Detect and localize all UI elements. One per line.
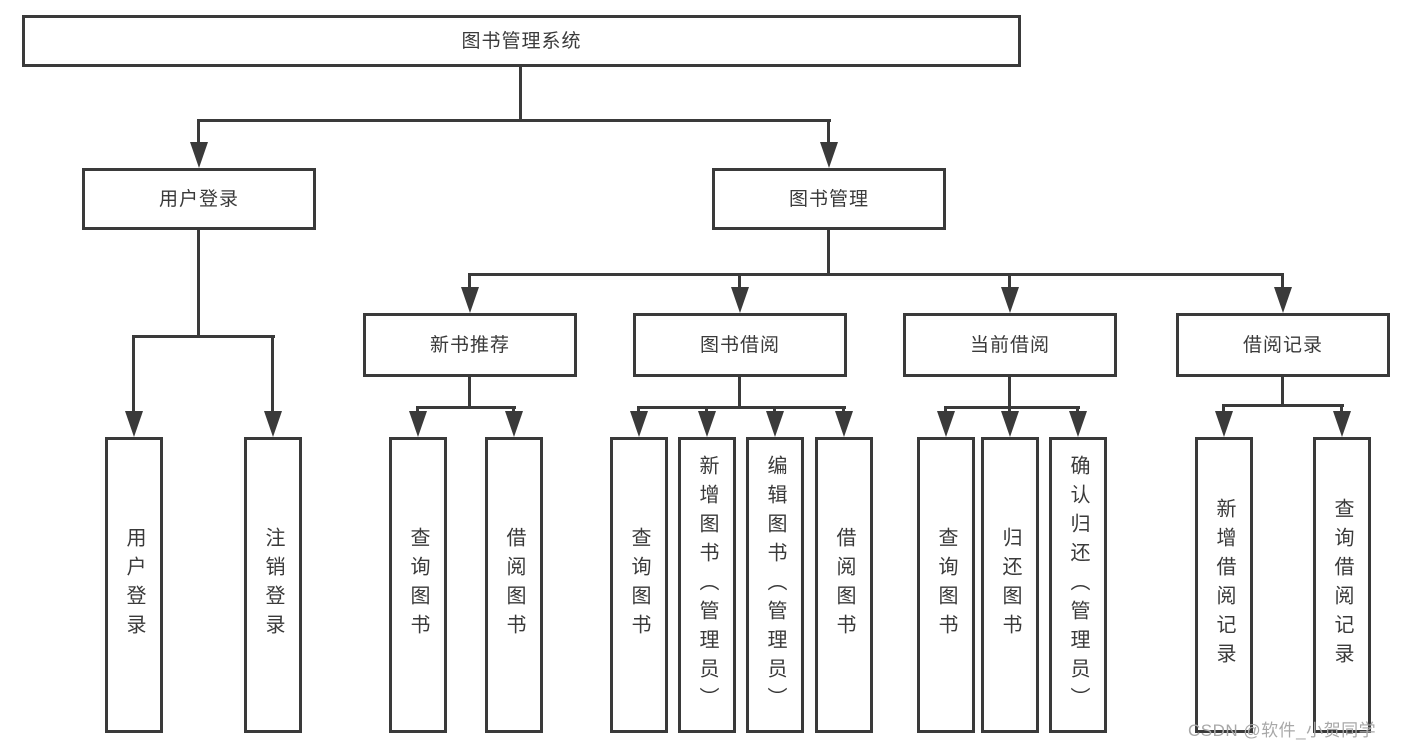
connector-line <box>132 335 275 338</box>
connector-line <box>1008 376 1011 409</box>
leaf-return-book-label: 归还图书 <box>999 527 1021 643</box>
node-borrowing-records: 借阅记录 <box>1176 313 1390 377</box>
connector-line <box>416 406 516 409</box>
connector-line <box>637 406 640 414</box>
connector-arrow <box>409 411 427 437</box>
connector-line <box>512 406 515 414</box>
connector-line <box>197 119 200 146</box>
node-current-borrowing-label: 当前借阅 <box>969 334 1050 356</box>
csdn-watermark: CSDN @软件_小贺同学 <box>1188 721 1377 740</box>
connector-arrow <box>125 411 143 437</box>
connector-line <box>416 406 419 414</box>
connector-arrow <box>1333 411 1351 437</box>
leaf-add-book-admin: 新增图书（管理员） <box>678 437 736 733</box>
connector-line <box>738 273 741 289</box>
connector-line <box>1076 406 1079 414</box>
leaf-return-book: 归还图书 <box>981 437 1039 733</box>
leaf-borrow-books-borrowing-label: 借阅图书 <box>833 527 855 643</box>
connector-line <box>468 376 471 409</box>
leaf-borrow-books-borrowing: 借阅图书 <box>815 437 873 733</box>
leaf-logout: 注销登录 <box>244 437 302 733</box>
connector-arrow <box>937 411 955 437</box>
connector-arrow <box>731 287 749 313</box>
connector-arrow <box>1215 411 1233 437</box>
connector-line <box>944 406 947 414</box>
node-book-borrowing: 图书借阅 <box>633 313 847 377</box>
node-new-book-recommend-label: 新书推荐 <box>429 334 510 356</box>
connector-arrow <box>1069 411 1087 437</box>
connector-arrow <box>820 142 838 168</box>
connector-line <box>944 406 1080 409</box>
node-book-management: 图书管理 <box>712 168 946 230</box>
connector-line <box>1008 406 1011 414</box>
connector-line <box>827 229 830 275</box>
connector-arrow <box>1001 411 1019 437</box>
leaf-confirm-return-admin: 确认归还（管理员） <box>1049 437 1107 733</box>
connector-arrow <box>1001 287 1019 313</box>
node-book-borrowing-label: 图书借阅 <box>699 334 780 356</box>
leaf-borrow-books-recommend: 借阅图书 <box>485 437 543 733</box>
node-user-login-label: 用户登录 <box>158 188 239 210</box>
connector-line <box>738 376 741 409</box>
leaf-query-books-recommend: 查询图书 <box>389 437 447 733</box>
connector-line <box>1281 376 1284 407</box>
node-root: 图书管理系统 <box>22 15 1021 67</box>
leaf-edit-book-admin: 编辑图书（管理员） <box>746 437 804 733</box>
leaf-query-books-current-label: 查询图书 <box>935 527 957 643</box>
connector-line <box>1281 273 1284 289</box>
connector-arrow <box>630 411 648 437</box>
connector-line <box>705 406 708 414</box>
connector-arrow <box>766 411 784 437</box>
connector-arrow <box>264 411 282 437</box>
leaf-query-books-current: 查询图书 <box>917 437 975 733</box>
leaf-add-book-admin-label: 新增图书（管理员） <box>696 454 718 716</box>
connector-arrow <box>461 287 479 313</box>
node-current-borrowing: 当前借阅 <box>903 313 1117 377</box>
connector-line <box>1222 404 1344 407</box>
leaf-query-borrow-record-label: 查询借阅记录 <box>1331 498 1353 672</box>
connector-line <box>468 273 1284 276</box>
node-root-label: 图书管理系统 <box>461 30 582 52</box>
connector-line <box>468 273 471 289</box>
leaf-query-books-borrowing-label: 查询图书 <box>628 527 650 643</box>
leaf-edit-book-admin-label: 编辑图书（管理员） <box>764 454 786 716</box>
connector-line <box>637 406 846 409</box>
connector-line <box>197 119 831 122</box>
leaf-logout-label: 注销登录 <box>262 527 284 643</box>
connector-arrow <box>190 142 208 168</box>
node-borrowing-records-label: 借阅记录 <box>1242 334 1323 356</box>
leaf-user-login: 用户登录 <box>105 437 163 733</box>
connector-line <box>132 335 135 413</box>
connector-arrow <box>698 411 716 437</box>
connector-line <box>773 406 776 414</box>
connector-line <box>271 335 274 413</box>
connector-arrow <box>835 411 853 437</box>
leaf-add-borrow-record-label: 新增借阅记录 <box>1213 498 1235 672</box>
connector-line <box>1340 404 1343 414</box>
leaf-borrow-books-recommend-label: 借阅图书 <box>503 527 525 643</box>
connector-line <box>827 119 830 146</box>
connector-line <box>1008 273 1011 289</box>
connector-arrow <box>505 411 523 437</box>
node-book-management-label: 图书管理 <box>788 188 869 210</box>
leaf-query-borrow-record: 查询借阅记录 <box>1313 437 1371 733</box>
leaf-user-login-label: 用户登录 <box>123 527 145 643</box>
leaf-confirm-return-admin-label: 确认归还（管理员） <box>1067 454 1089 716</box>
connector-line <box>197 229 200 335</box>
connector-arrow <box>1274 287 1292 313</box>
leaf-query-books-borrowing: 查询图书 <box>610 437 668 733</box>
leaf-add-borrow-record: 新增借阅记录 <box>1195 437 1253 733</box>
connector-line <box>519 67 522 120</box>
connector-line <box>842 406 845 414</box>
node-new-book-recommend: 新书推荐 <box>363 313 577 377</box>
node-user-login: 用户登录 <box>82 168 316 230</box>
connector-line <box>1222 404 1225 414</box>
leaf-query-books-recommend-label: 查询图书 <box>407 527 429 643</box>
